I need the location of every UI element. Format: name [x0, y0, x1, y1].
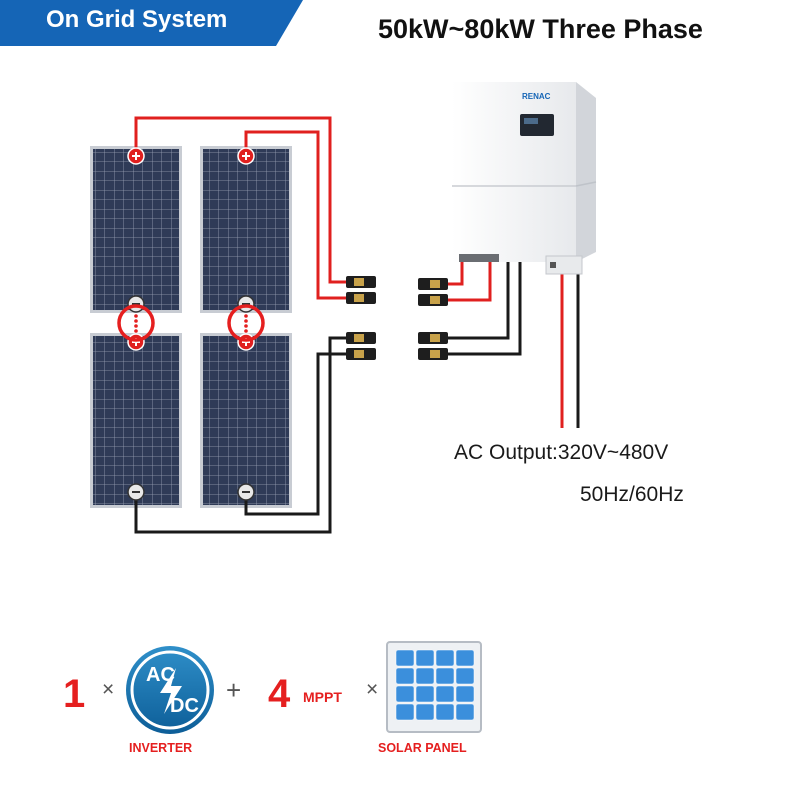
multiply-sign: × [102, 678, 115, 701]
series-connection-icon [117, 304, 265, 342]
negative-wires [134, 262, 580, 534]
inverter-icon-dc: DC [170, 695, 199, 717]
multiply-sign: × [366, 678, 379, 701]
ac-output-voltage: AC Output:320V~480V [454, 441, 669, 464]
inverter-brand-logo: RENAC [522, 92, 551, 101]
mc4-connectors-right [418, 278, 448, 360]
solar-panel-bottom-right [200, 333, 292, 508]
solar-panel-top-left [90, 146, 182, 313]
positive-wires [134, 116, 564, 428]
solar-panel-bottom-left [90, 333, 182, 508]
title-tab [0, 0, 303, 46]
solar-panel-icon [386, 641, 482, 733]
inverter-icon-ac: AC [146, 664, 175, 686]
solar-panel-top-right [200, 146, 292, 313]
mppt-count: 4 [268, 672, 291, 716]
mppt-label: MPPT [303, 689, 342, 705]
solar-panel-caption: SOLAR PANEL [378, 741, 467, 755]
mc4-connectors-left [346, 276, 376, 360]
inverter-caption: INVERTER [129, 741, 193, 755]
ac-dc-inverter-icon [126, 646, 214, 734]
ac-output-frequency: 50Hz/60Hz [580, 483, 684, 506]
page-title: 50kW~80kW Three Phase [378, 14, 703, 44]
inverter-unit [452, 82, 597, 275]
system-type-label: On Grid System [46, 6, 228, 33]
plus-sign: + [226, 675, 242, 705]
inverter-count: 1 [63, 672, 86, 716]
